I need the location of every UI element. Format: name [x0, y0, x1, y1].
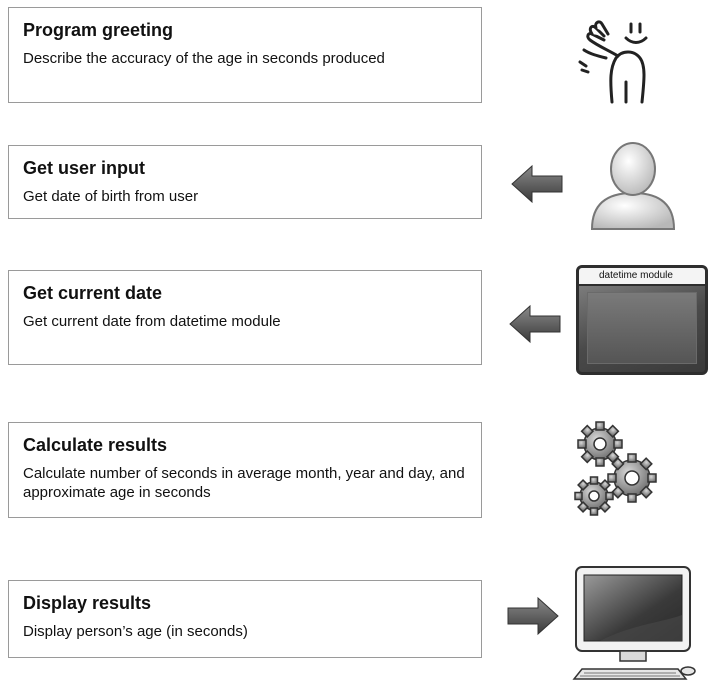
gears-icon: [574, 421, 657, 516]
step-get-current-date: Get current date Get current date from d…: [8, 270, 482, 365]
module-window-titlebar: datetime module: [579, 268, 705, 286]
step-title: Get user input: [23, 158, 146, 178]
waving-hand-icon: [578, 20, 648, 104]
module-window-label: datetime module: [599, 270, 673, 281]
arrow-right-icon: [507, 596, 559, 636]
step-title: Calculate results: [23, 435, 168, 455]
step-title: Get current date: [23, 283, 163, 303]
step-get-user-input: Get user input Get date of birth from us…: [8, 145, 482, 219]
step-description: Get date of birth from user: [23, 187, 199, 205]
step-title: Display results: [23, 593, 152, 613]
step-description: Calculate number of seconds in average m…: [23, 464, 465, 502]
arrow-left-icon: [509, 304, 561, 344]
arrow-left-icon: [511, 164, 563, 204]
step-program-greeting: Program greeting Describe the accuracy o…: [8, 7, 482, 103]
user-icon: [590, 142, 676, 230]
step-description: Display person’s age (in seconds): [23, 622, 248, 640]
step-display-results: Display results Display person’s age (in…: [8, 580, 482, 658]
step-description: Describe the accuracy of the age in seco…: [23, 49, 385, 67]
computer-monitor-icon: [572, 566, 696, 680]
step-calculate-results: Calculate results Calculate number of se…: [8, 422, 482, 518]
step-title: Program greeting: [23, 20, 174, 40]
module-window-body: [587, 292, 697, 364]
step-description: Get current date from datetime module: [23, 312, 281, 330]
datetime-module-window: datetime module: [576, 265, 708, 375]
